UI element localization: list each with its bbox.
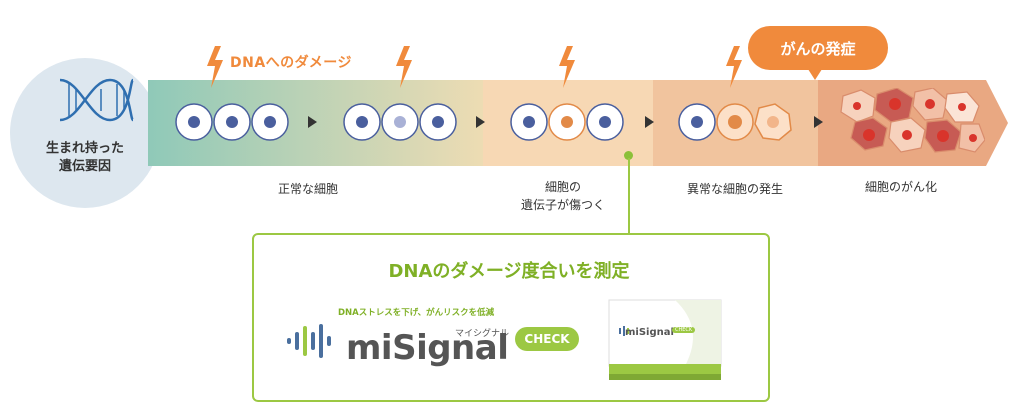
stage-label-cancer: 細胞のがん化 (864, 180, 937, 194)
connector-line (628, 158, 630, 234)
arrow-icon (645, 116, 654, 128)
product-brand-kana: マイシグナル (455, 329, 510, 339)
cancer-onset-badge-tail (806, 66, 824, 80)
product-brand-name: miSignal (346, 328, 509, 368)
arrow-icon (814, 116, 823, 128)
check-badge: CHECK (515, 327, 579, 351)
lightning-icon (207, 46, 223, 88)
measurement-title: DNAのダメージ度合いを測定 (388, 261, 630, 282)
lightning-icon (726, 46, 742, 88)
stage-label-abnormal: 異常な細胞の発生 (686, 182, 783, 196)
stage-label-gene-damaged: 細胞の 遺伝子が傷つく (520, 180, 605, 212)
genetic-factor-label: 生まれ持った 遺伝要因 (45, 141, 124, 174)
genetic-factor-circle (10, 58, 160, 208)
lightning-icon (396, 46, 412, 88)
cancer-cell-cluster (840, 88, 985, 153)
cancer-onset-badge: がんの発症 (748, 26, 888, 70)
abnormal-cells (678, 103, 792, 141)
product-tagline: DNAストレスを下げ、がんリスクを低減 (338, 308, 495, 318)
dna-damage-label: DNAへのダメージ (230, 55, 352, 71)
arrow-icon (476, 116, 485, 128)
signal-bars-logo-icon (287, 324, 331, 358)
lightning-icon (559, 46, 575, 88)
connector-dot (624, 151, 633, 160)
normal-cells-damaged (343, 103, 457, 141)
stage-label-normal: 正常な細胞 (277, 182, 338, 196)
arrow-icon (308, 116, 317, 128)
product-box-check: CHECK (672, 327, 696, 333)
normal-cells (175, 103, 289, 141)
product-box-brand: miSignal (625, 327, 674, 338)
dna-icon (59, 78, 135, 122)
gene-damaged-cells (510, 103, 624, 141)
product-box-image (608, 299, 722, 380)
